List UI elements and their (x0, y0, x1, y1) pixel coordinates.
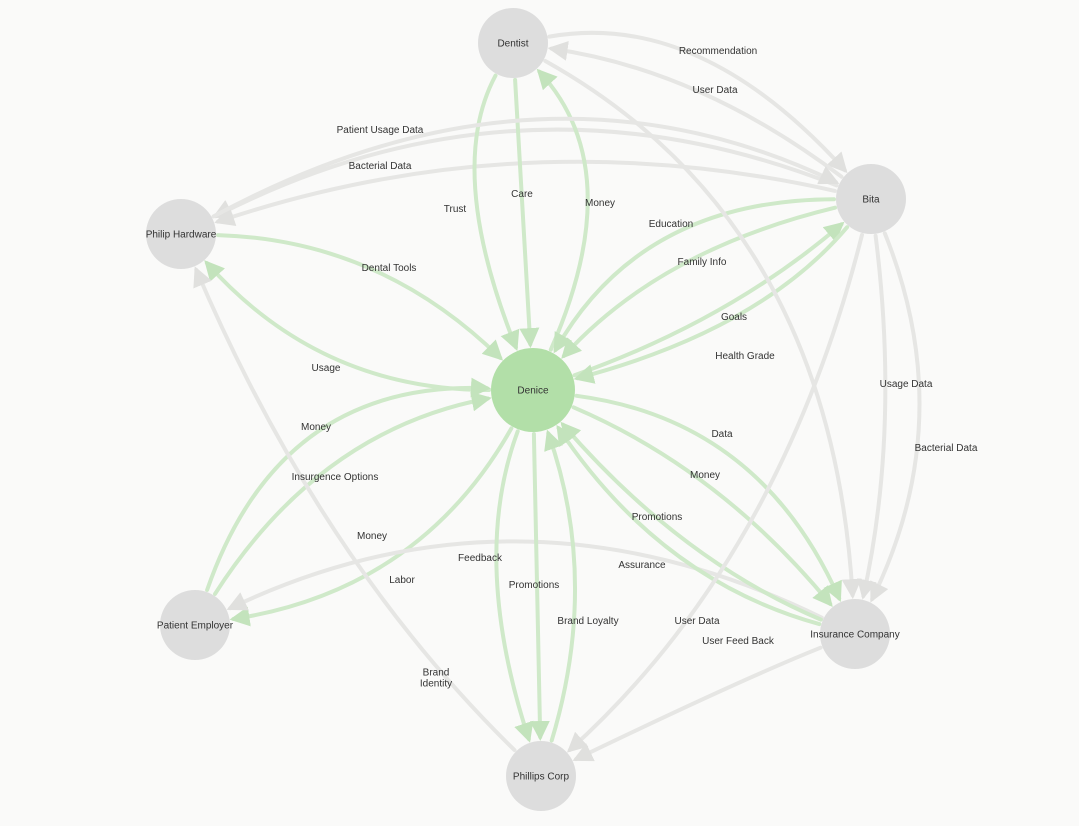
edge-dentist-to-insurance_company (543, 59, 862, 600)
edge-label: Money (357, 531, 387, 542)
node-circle[interactable] (160, 590, 230, 660)
edge-phillips_corp-to-philip_hardware (193, 266, 517, 753)
edge-label: Money (301, 422, 331, 433)
edge-label: Promotions (509, 580, 560, 591)
edge-label: Goals (721, 312, 747, 323)
edge-label: Recommendation (679, 46, 757, 57)
edge-label: Bacterial Data (915, 443, 978, 454)
edge-bita-to-philip_hardware (212, 127, 839, 219)
edge-insurance_company-to-patient_employer (226, 539, 824, 620)
edge-bita-to-denice (561, 205, 837, 359)
edge-label: Assurance (618, 560, 666, 571)
node-circle[interactable] (146, 199, 216, 269)
edges-layer (193, 30, 922, 762)
edge-dentist-to-denice (472, 73, 520, 352)
edge-denice-to-dentist (536, 68, 590, 352)
edge-label: Insurgence Options (292, 472, 379, 483)
edge-dentist-to-denice (513, 77, 540, 349)
edge-label: Patient Usage Data (337, 125, 424, 136)
edge-label: Usage Data (880, 379, 933, 390)
edge-phillips_corp-to-denice (544, 429, 577, 743)
edge-label: Feedback (458, 553, 503, 564)
edge-label: User Data (692, 85, 737, 96)
node-philip-hardware[interactable]: Philip Hardware (146, 199, 217, 269)
edge-denice-to-insurance_company (574, 393, 842, 603)
edge-label: Health Grade (715, 351, 775, 362)
edge-bita-to-phillips_corp (566, 232, 864, 753)
edge-denice-to-bita (572, 221, 845, 378)
edge-bita-to-denice (573, 225, 850, 384)
edge-patient_employer-to-denice (213, 391, 492, 596)
node-label: Denice (517, 386, 549, 397)
node-circle[interactable] (478, 8, 548, 78)
node-phillips-corp[interactable]: Phillips Corp (506, 741, 576, 811)
edge-label: Trust (444, 204, 467, 215)
edge-label: Education (649, 219, 693, 230)
edge-insurance_company-to-denice (560, 421, 823, 622)
edge-label: Money (690, 470, 720, 481)
edge-label: Labor (389, 575, 415, 586)
node-label: Bita (862, 195, 880, 206)
node-circle[interactable] (491, 348, 575, 432)
node-label: Insurance Company (810, 630, 900, 641)
edge-label: User Data (674, 616, 719, 627)
node-label: Dentist (497, 39, 528, 50)
edge-denice-to-insurance_company (571, 405, 833, 607)
edge-label: Data (711, 429, 733, 440)
edge-label: Bacterial Data (349, 161, 412, 172)
edge-dentist-to-bita (547, 30, 848, 174)
edge-patient_employer-to-denice (205, 377, 491, 592)
edge-bita-to-insurance_company (870, 231, 922, 603)
node-circle[interactable] (836, 164, 906, 234)
edge-label: Money (585, 198, 615, 209)
edge-denice-to-patient_employer (229, 426, 514, 627)
node-circle[interactable] (820, 599, 890, 669)
edge-insurance_company-to-denice (556, 424, 822, 627)
node-circle[interactable] (506, 741, 576, 811)
edge-philip_hardware-to-denice (216, 233, 504, 361)
edge-label: Dental Tools (362, 263, 417, 274)
node-label: Phillips Corp (513, 772, 570, 783)
edge-label: Brand Loyalty (557, 616, 618, 627)
node-insurance-company[interactable]: Insurance Company (810, 599, 900, 669)
edge-denice-to-philip_hardware (204, 260, 491, 392)
edge-label: Usage (312, 363, 341, 374)
node-patient-employer[interactable]: Patient Employer (157, 590, 234, 660)
node-label: Patient Employer (157, 621, 234, 632)
edge-label: User Feed Back (702, 636, 775, 647)
node-denice[interactable]: Denice (491, 348, 575, 432)
edge-label: Care (511, 189, 533, 200)
edge-denice-to-phillips_corp (494, 429, 534, 743)
node-dentist[interactable]: Dentist (478, 8, 548, 78)
edge-bita-to-insurance_company (857, 233, 888, 600)
edge-bita-to-denice (553, 197, 836, 354)
edge-denice-to-phillips_corp (529, 432, 550, 741)
edge-label: Family Info (678, 257, 727, 268)
edge-philip_hardware-to-bita (211, 116, 840, 219)
edge-label: Promotions (632, 512, 683, 523)
node-label: Philip Hardware (146, 230, 217, 241)
edge-bita-to-dentist (547, 40, 844, 179)
node-bita[interactable]: Bita (836, 164, 906, 234)
edge-bita-to-philip_hardware (214, 159, 837, 226)
edge-insurance_company-to-phillips_corp (572, 645, 823, 762)
